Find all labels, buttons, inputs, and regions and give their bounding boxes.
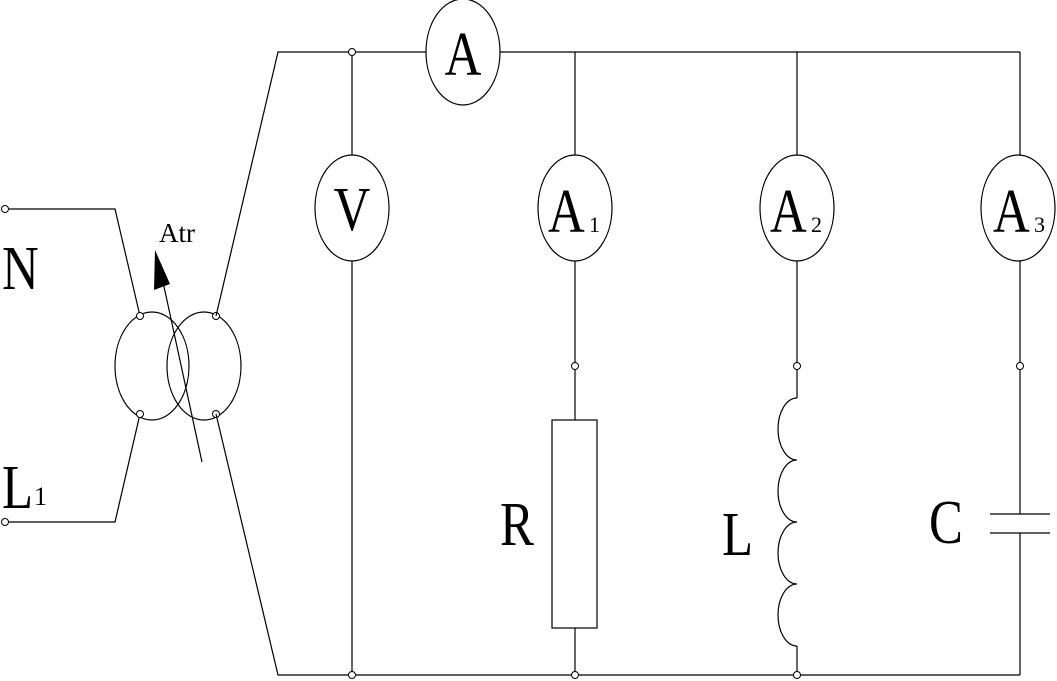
supply-wiring <box>1 205 141 526</box>
capacitor-symbol <box>990 513 1050 534</box>
neutral-label: N <box>2 234 39 303</box>
svg-text:2: 2 <box>811 212 822 237</box>
resistor-label: R <box>500 490 534 559</box>
main-ammeter: A <box>425 0 501 106</box>
output-lead-top <box>215 51 352 317</box>
resistor-terminal <box>571 362 579 370</box>
primary-winding <box>114 311 190 421</box>
resistor-bottom-node <box>571 671 579 679</box>
autotransformer-label: Atr <box>159 218 195 248</box>
svg-text:V: V <box>334 175 371 244</box>
svg-text:1: 1 <box>589 212 600 237</box>
svg-text:1: 1 <box>34 482 47 511</box>
inductor-coil <box>777 397 798 647</box>
svg-text:A: A <box>548 177 585 246</box>
svg-text:A: A <box>993 177 1030 246</box>
autotransformer <box>114 250 242 463</box>
ammeter-2: A 2 <box>759 154 835 262</box>
inductor-terminal <box>793 362 801 370</box>
inductor-label: L <box>722 500 753 569</box>
neutral-lead <box>9 208 141 317</box>
adjust-arrow-shaft <box>162 281 203 463</box>
ammeter-3: A 3 <box>980 154 1056 262</box>
line-terminal <box>1 518 9 526</box>
primary-bottom-terminal <box>136 410 144 418</box>
capacitor-label: C <box>929 488 963 557</box>
primary-top-terminal <box>136 312 144 320</box>
capacitor-terminal <box>1016 362 1024 370</box>
voltmeter: V <box>314 154 390 262</box>
resistor-symbol <box>551 419 598 629</box>
svg-text:A: A <box>445 20 482 89</box>
svg-text:3: 3 <box>1034 212 1045 237</box>
svg-text:A: A <box>770 177 807 246</box>
adjust-arrow-icon <box>154 250 170 290</box>
svg-text:L: L <box>2 453 33 522</box>
voltmeter-bottom-node <box>348 671 356 679</box>
neutral-terminal <box>1 205 9 213</box>
secondary-winding <box>166 311 242 421</box>
output-lead-bottom <box>215 413 352 676</box>
line-label: L 1 <box>2 453 47 522</box>
inductor-bottom-node <box>793 671 801 679</box>
voltmeter-top-node <box>348 48 356 56</box>
ammeter-1: A 1 <box>537 154 613 262</box>
line-lead <box>9 413 141 523</box>
